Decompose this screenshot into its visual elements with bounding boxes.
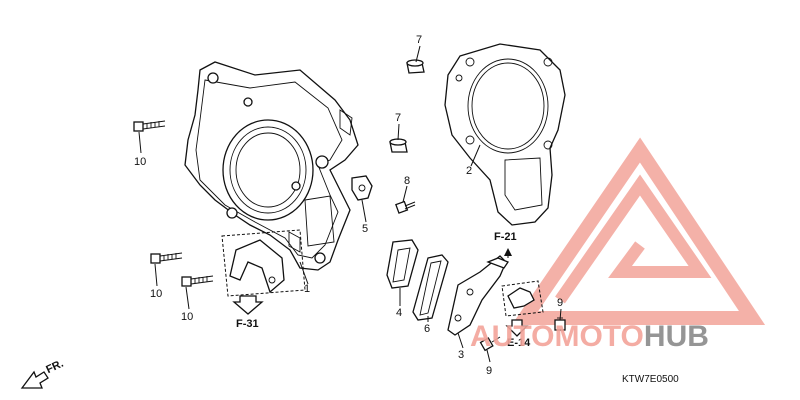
cylinder-part [184, 61, 359, 271]
air-pipe-part-3 [447, 255, 509, 336]
dowel-pin-7a [406, 59, 425, 74]
callout-5: 5 [362, 223, 368, 235]
callout-7a: 7 [416, 34, 422, 46]
reference-f31: F-31 [236, 318, 259, 330]
diagram-code: KTW7E0500 [622, 374, 679, 385]
watermark-text-accent: AUTOMOTO [470, 320, 644, 353]
callout-7b: 7 [395, 112, 401, 124]
bolt-part-9a [479, 336, 501, 352]
gasket-part [444, 43, 566, 226]
clip-part-5 [351, 175, 373, 201]
bolt-part-10a [133, 120, 166, 132]
dowel-pin-7b [389, 138, 408, 153]
callout-8: 8 [404, 175, 410, 187]
callout-4: 4 [396, 307, 402, 319]
callout-9a: 9 [486, 365, 492, 377]
callout-9b: 9 [557, 297, 563, 309]
f21-arrow [504, 248, 512, 258]
watermark-text: AUTOMOTOHUB [470, 320, 709, 353]
bolt-part-10c [181, 275, 214, 287]
callout-6: 6 [424, 323, 430, 335]
leader-lines [138, 45, 562, 363]
reed-part-4 [386, 239, 419, 289]
callout-3: 3 [458, 349, 464, 361]
callout-2: 2 [466, 165, 472, 177]
reference-e14: E-14 [507, 337, 531, 349]
front-direction-arrow [20, 370, 49, 389]
callout-10a: 10 [134, 156, 146, 168]
watermark-logo [511, 137, 766, 325]
bolt-part-8 [395, 200, 416, 214]
front-direction-label: FR. [44, 358, 65, 376]
f31-inset [221, 229, 306, 315]
callout-1: 1 [304, 283, 310, 295]
reference-f21: F-21 [494, 231, 517, 243]
bolt-part-10b [150, 252, 183, 264]
gasket-part-6 [412, 254, 449, 321]
e14-inset [501, 280, 544, 337]
callout-10c: 10 [181, 311, 193, 323]
callout-10b: 10 [150, 288, 162, 300]
watermark-text-dark: HUB [644, 320, 709, 353]
